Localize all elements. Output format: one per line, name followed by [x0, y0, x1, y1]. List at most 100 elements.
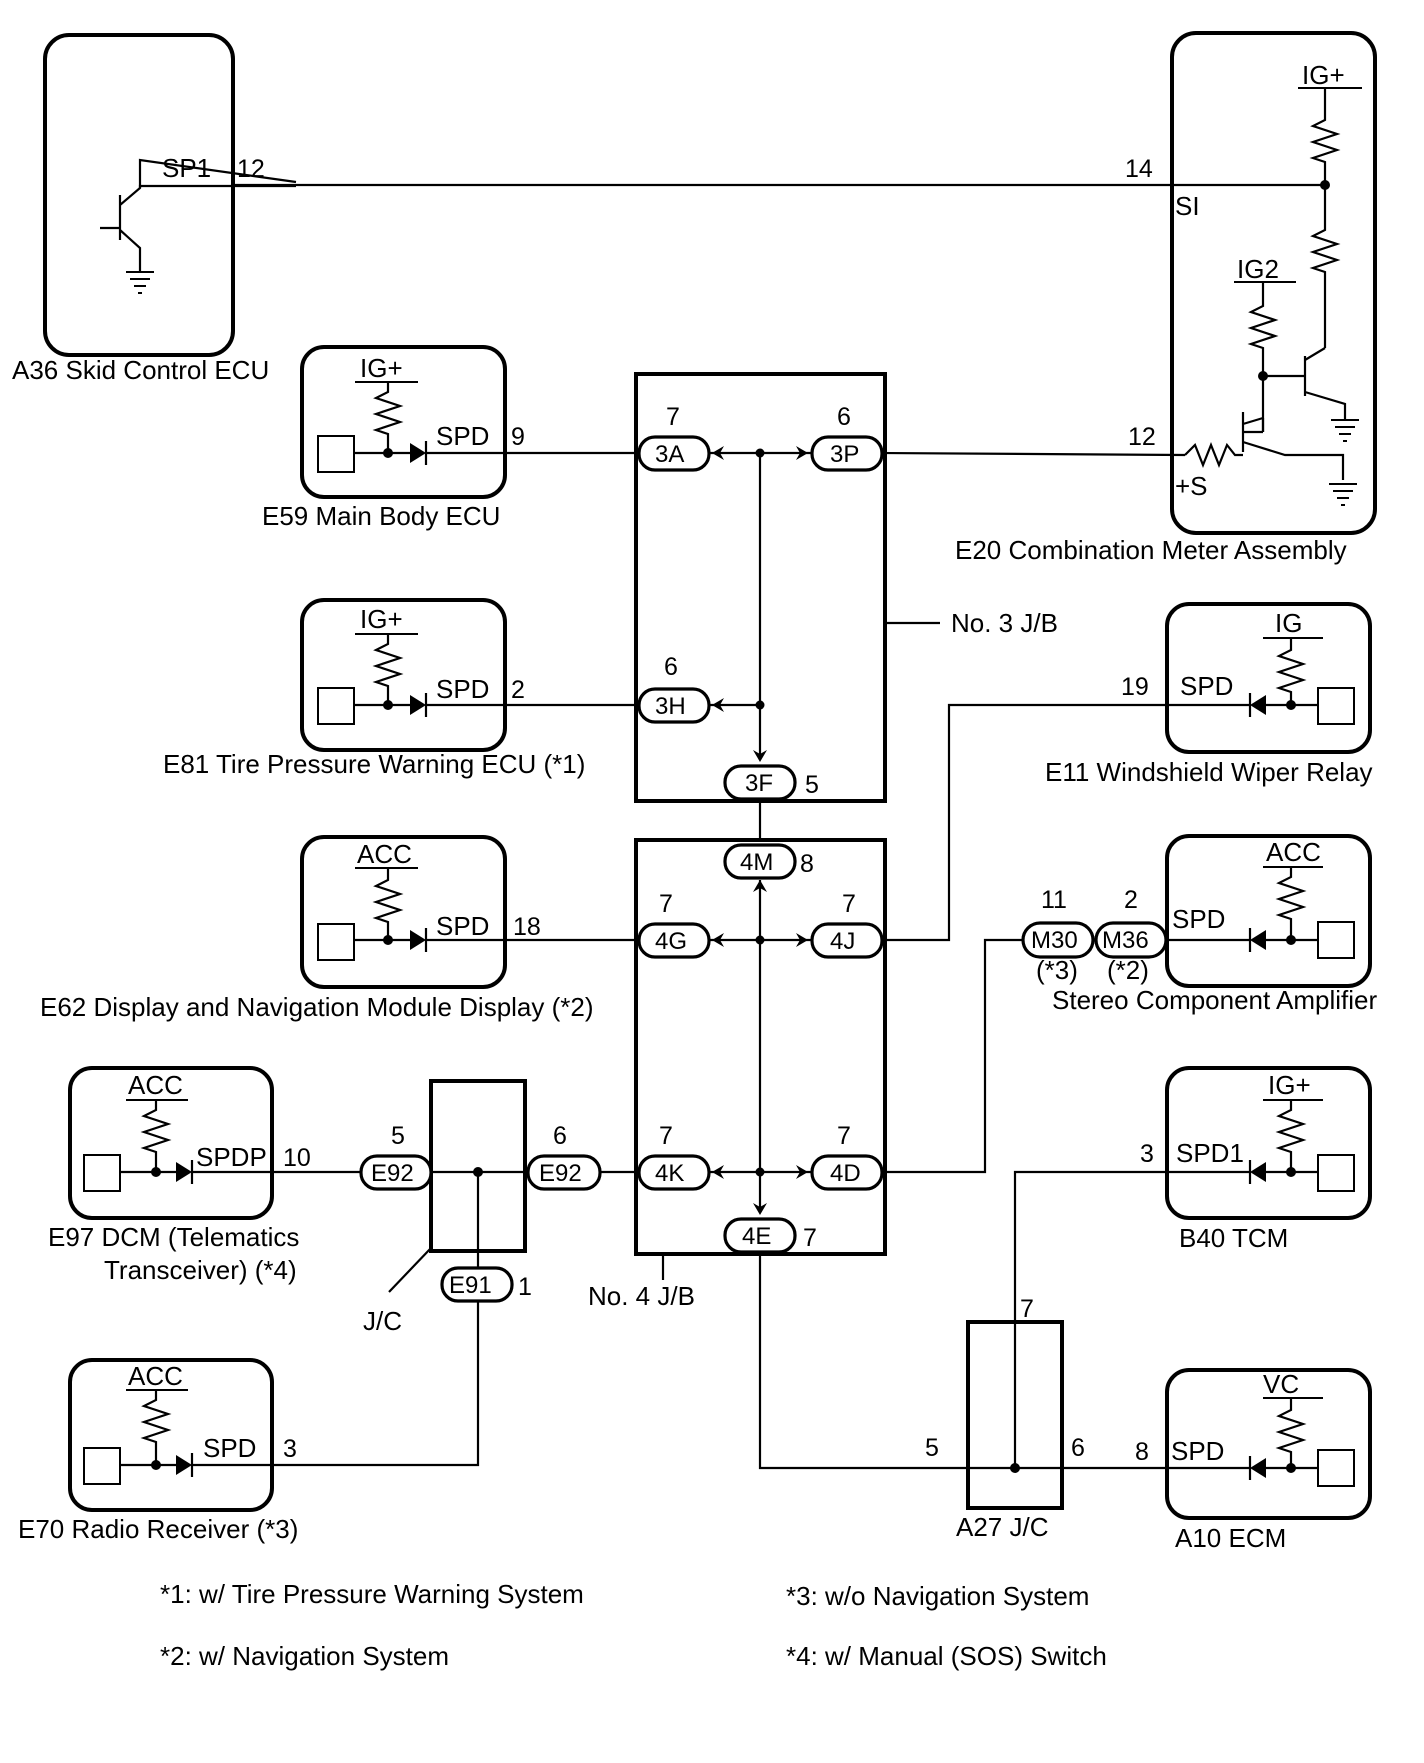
- e97-name-line1: E97 DCM (Telematics: [48, 1222, 299, 1252]
- conn-4k-pin: 7: [659, 1122, 673, 1150]
- conn-3a: 3A 7: [637, 403, 711, 472]
- conn-m30: M30 11 (*3): [1021, 886, 1095, 985]
- conn-e92-left-pin: 5: [391, 1122, 405, 1150]
- conn-m36-label: M36: [1102, 927, 1149, 954]
- e20-supply-ig2: IG2: [1237, 254, 1279, 284]
- conn-4m-label: 4M: [740, 849, 773, 876]
- conn-e91: E91 1: [440, 1266, 532, 1303]
- conn-e92-left: E92 5: [359, 1122, 433, 1191]
- conn-4e-label: 4E: [742, 1223, 771, 1250]
- e20-terminal-si: SI: [1175, 191, 1200, 221]
- e11-name: E11 Windshield Wiper Relay: [1045, 757, 1373, 787]
- a27-pin-left: 5: [925, 1434, 939, 1462]
- b40-tcm: IG+ SPD1 3 B40 TCM: [1140, 1066, 1372, 1253]
- a10-supply: VC: [1263, 1369, 1299, 1399]
- a27-pin-right: 6: [1071, 1434, 1085, 1462]
- e20-terminal-s: +S: [1175, 471, 1208, 501]
- wire-4d-amp: [882, 938, 1025, 1174]
- b40-supply: IG+: [1268, 1070, 1311, 1100]
- e70-supply: ACC: [128, 1361, 183, 1391]
- wire-4j-e11: [882, 703, 1250, 942]
- a10-terminal: SPD: [1171, 1436, 1224, 1466]
- e81-supply: IG+: [360, 604, 403, 634]
- conn-m36-note: (*2): [1107, 955, 1149, 985]
- e81-tire-pressure-ecu: IG+ SPD 2 E81 Tire Pressure Warning ECU …: [163, 598, 585, 779]
- wire-3p-e20: [879, 451, 1186, 457]
- e70-pin: 3: [283, 1435, 297, 1463]
- e62-display-nav-module: ACC SPD 18 E62 Display and Navigation Mo…: [40, 835, 594, 1022]
- e70-radio-receiver: ACC SPD 3 E70 Radio Receiver (*3): [18, 1358, 298, 1544]
- conn-3a-pin: 7: [666, 403, 680, 431]
- conn-4d-pin: 7: [837, 1122, 851, 1150]
- conn-3p-pin: 6: [837, 403, 851, 431]
- amp-terminal: SPD: [1172, 904, 1225, 934]
- conn-e92-right: E92 6: [526, 1122, 602, 1191]
- conn-4m-pin: 8: [800, 850, 814, 878]
- conn-4g-label: 4G: [655, 928, 687, 955]
- e20-combination-meter: IG+ IG2 14 SI 12 +S E20 Combination Mete…: [955, 31, 1377, 565]
- amp-supply: ACC: [1266, 837, 1321, 867]
- conn-4g: 4G 7: [637, 890, 711, 959]
- amp-name: Stereo Component Amplifier: [1052, 985, 1378, 1015]
- stereo-amplifier: ACC SPD Stereo Component Amplifier: [1052, 834, 1378, 1015]
- a36-name: A36 Skid Control ECU: [12, 355, 269, 385]
- b40-terminal: SPD1: [1176, 1138, 1244, 1168]
- e59-name: E59 Main Body ECU: [262, 501, 500, 531]
- e59-supply: IG+: [360, 353, 403, 383]
- e70-terminal: SPD: [203, 1433, 256, 1463]
- conn-4d: 4D 7: [810, 1122, 884, 1191]
- jb3-label: No. 3 J/B: [951, 608, 1058, 638]
- conn-e91-label: E91: [449, 1272, 492, 1299]
- a36-pin: 12: [237, 155, 265, 183]
- e81-name: E81 Tire Pressure Warning ECU (*1): [163, 749, 585, 779]
- conn-3f-pin: 5: [805, 771, 819, 799]
- conn-3f: 3F 5: [723, 764, 819, 801]
- e11-terminal: SPD: [1180, 671, 1233, 701]
- jb4-label: No. 4 J/B: [588, 1281, 695, 1311]
- a27-jc-box: 7 5 6 A27 J/C: [925, 1295, 1085, 1542]
- wire-e70-e91: [192, 1300, 480, 1467]
- note-2: *2: w/ Navigation System: [160, 1641, 449, 1671]
- conn-e92-right-pin: 6: [553, 1122, 567, 1150]
- conn-4m: 4M 8: [723, 843, 814, 880]
- e59-pin: 9: [511, 423, 525, 451]
- note-1: *1: w/ Tire Pressure Warning System: [160, 1579, 584, 1609]
- e11-wiper-relay: IG SPD 19 E11 Windshield Wiper Relay: [1045, 602, 1373, 787]
- conn-4k: 4K 7: [637, 1122, 711, 1191]
- footnotes: *1: w/ Tire Pressure Warning System *2: …: [160, 1579, 1107, 1671]
- e20-supply-igplus: IG+: [1302, 60, 1345, 90]
- conn-m30-label: M30: [1031, 927, 1078, 954]
- e20-pin-si: 14: [1125, 155, 1153, 183]
- wire-4e-a27: [758, 1252, 1250, 1470]
- a27-label: A27 J/C: [956, 1512, 1049, 1542]
- b40-pin: 3: [1140, 1140, 1154, 1168]
- conn-4k-label: 4K: [655, 1160, 684, 1187]
- wire-a27-b40: [1013, 1170, 1250, 1322]
- e20-name: E20 Combination Meter Assembly: [955, 535, 1347, 565]
- conn-4e-pin: 7: [803, 1224, 817, 1252]
- a10-ecm: VC SPD 8 A10 ECM: [1135, 1368, 1372, 1553]
- conn-m30-pin: 11: [1041, 886, 1067, 914]
- e20-pin-s: 12: [1128, 423, 1156, 451]
- jc-box: J/C: [363, 1079, 531, 1336]
- note-3: *3: w/o Navigation System: [786, 1581, 1089, 1611]
- conn-3a-label: 3A: [655, 441, 684, 468]
- conn-m36-pin: 2: [1124, 886, 1138, 914]
- e70-name: E70 Radio Receiver (*3): [18, 1514, 298, 1544]
- e62-terminal: SPD: [436, 911, 489, 941]
- a27-pin-in: 7: [1020, 1295, 1034, 1323]
- conn-4j: 4J 7: [810, 890, 884, 959]
- conn-e91-pin: 1: [518, 1273, 532, 1301]
- e97-supply: ACC: [128, 1070, 183, 1100]
- note-4: *4: w/ Manual (SOS) Switch: [786, 1641, 1107, 1671]
- e97-dcm: ACC SPDP 10 E97 DCM (Telematics Transcei…: [48, 1066, 311, 1285]
- e11-supply: IG: [1275, 608, 1302, 638]
- conn-3h-pin: 6: [664, 653, 678, 681]
- e81-pin: 2: [511, 676, 525, 704]
- e81-terminal: SPD: [436, 674, 489, 704]
- e59-main-body-ecu: IG+ SPD 9 E59 Main Body ECU: [262, 345, 525, 531]
- e62-pin: 18: [513, 913, 541, 941]
- conn-4j-pin: 7: [842, 890, 856, 918]
- e62-supply: ACC: [357, 839, 412, 869]
